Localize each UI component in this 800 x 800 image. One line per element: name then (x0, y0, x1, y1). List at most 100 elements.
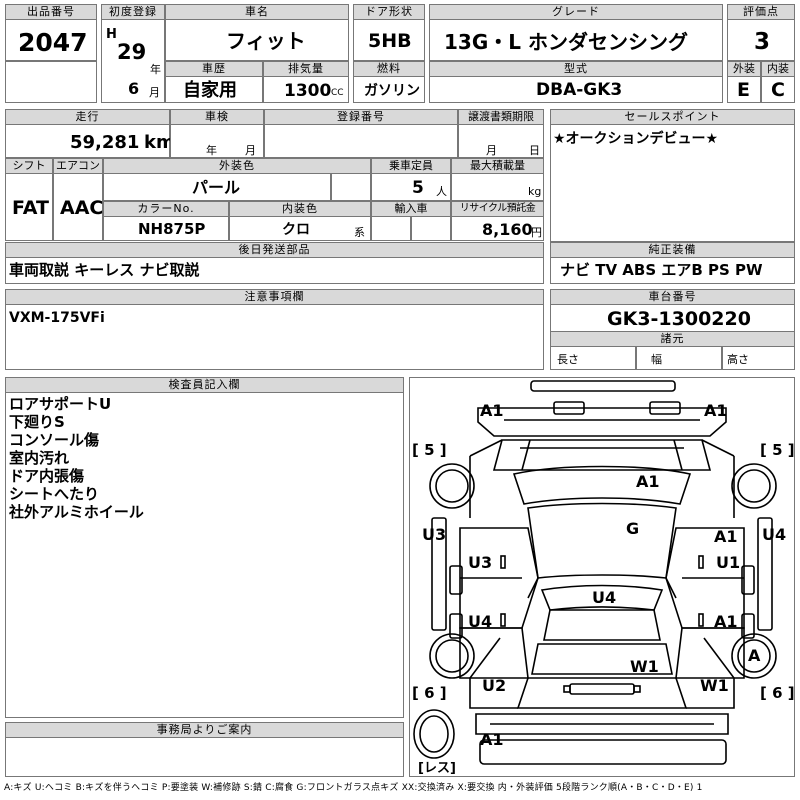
code-right-fender: U4 (762, 525, 786, 544)
fuel-label: 燃料 (353, 61, 425, 77)
lot-blank-cell (5, 61, 97, 103)
lot-number: 2047 (18, 28, 88, 57)
code-right-rear-door: A1 (714, 612, 738, 631)
lot-cell: 2047 (5, 19, 97, 61)
aircon-label: エアコン (53, 158, 103, 174)
shift-cell: FAT (5, 173, 53, 241)
chassis-number: GK3-1300220 (607, 308, 751, 330)
history-label: 車歴 (165, 61, 263, 77)
code-front-left: A1 (480, 401, 504, 420)
first-reg-cell: H 29 年 6 月 (101, 19, 165, 103)
inspector-item: ドア内張傷 (9, 467, 85, 485)
color-no-label: カラーNo. (103, 201, 229, 217)
car-name: フィット (226, 29, 306, 53)
aircon: AAC (60, 197, 104, 219)
inspector-item: ロアサポートU (9, 395, 112, 413)
inspector-label: 検査員記入欄 (5, 377, 404, 393)
spec-height: 高さ (727, 353, 749, 366)
sales-point-label: セールスポイント (550, 109, 795, 125)
spec-height-cell: 高さ (722, 346, 795, 370)
car-diagram: [ 5 ] [ 5 ] [ 6 ] [ 6 ] [レス] A1 A1 A1 G … (409, 377, 795, 777)
sales-point-cell: ★オークションデビュー★ (550, 124, 795, 242)
displacement-cell: 1300 CC (263, 76, 349, 103)
spare-label: [レス] (418, 761, 456, 776)
fuel: ガソリン (364, 83, 420, 99)
tire-rl-label: [ 6 ] (412, 684, 447, 702)
reg-year-unit: 年 (150, 63, 161, 76)
code-tailgate: W1 (630, 657, 659, 676)
chassis-cell: GK3-1300220 (550, 304, 795, 332)
transfer-month-unit: 月 (486, 144, 497, 157)
transfer-cell: 月 日 (458, 124, 544, 158)
notes-label: 注意事項欄 (5, 289, 544, 305)
era: H (106, 27, 117, 42)
parts-value: 車両取説 キーレス ナビ取説 (9, 261, 200, 279)
spec-length-cell: 長さ (550, 346, 636, 370)
code-right-rear-quarter: W1 (700, 676, 729, 695)
recycle-label: リサイクル預託金 (451, 201, 544, 217)
parts-label: 後日発送部品 (5, 242, 544, 258)
inspector-list: ロアサポートU 下廻りS コンソール傷 室内汚れ ドア内張傷 シートへたり 社外… (9, 395, 144, 521)
recycle: 8,160 (482, 220, 533, 239)
int-grade: C (771, 79, 785, 101)
import-cell-2 (411, 216, 451, 241)
code-roof: G (626, 519, 639, 538)
ext-color-cell: パール (103, 173, 331, 201)
inspector-item: シートへたり (9, 485, 100, 503)
plate-cell (264, 124, 458, 158)
color-no: NH875P (138, 220, 206, 238)
notes-value: VXM-175VFi (9, 310, 105, 326)
displacement-label: 排気量 (263, 61, 349, 77)
shift-label: シフト (5, 158, 53, 174)
int-color-label: 内装色 (229, 201, 371, 217)
code-right-rear-wheel: A (748, 646, 761, 665)
fuel-cell: ガソリン (353, 76, 425, 103)
inspector-item: 下廻りS (9, 413, 65, 431)
color-no-cell: NH875P (103, 216, 229, 241)
equipment-value: ナビ TV ABS エアB PS PW (560, 261, 763, 279)
equipment-label: 純正装備 (550, 242, 795, 258)
reg-month: 6 (128, 79, 140, 98)
history-cell: 自家用 (165, 76, 263, 103)
door-cell: 5HB (353, 19, 425, 61)
tire-rr-label: [ 6 ] (760, 684, 794, 702)
parts-cell: 車両取説 キーレス ナビ取説 (5, 257, 544, 284)
ext-grade-cell: E (727, 76, 761, 103)
ext-grade: E (737, 79, 750, 101)
spec-width-cell: 幅 (636, 346, 722, 370)
tire-fl-label: [ 5 ] (412, 441, 447, 459)
recycle-unit: 円 (531, 226, 542, 239)
ext-grade-label: 外装 (727, 61, 761, 77)
ext-color-label: 外装色 (103, 158, 371, 174)
sales-point: ★オークションデビュー★ (553, 131, 719, 147)
first-reg-label: 初度登録 (101, 4, 165, 20)
load-label: 最大積載量 (451, 158, 544, 174)
int-color-unit: 系 (354, 226, 365, 239)
code-floor: U4 (592, 588, 616, 607)
shift: FAT (12, 197, 49, 219)
plate-label: 登録番号 (264, 109, 458, 125)
code-left-rear-quarter: U2 (482, 676, 506, 695)
door-label: ドア形状 (353, 4, 425, 20)
code-right-front-door-2: U1 (716, 553, 740, 572)
notes-cell: VXM-175VFi (5, 304, 544, 370)
reg-month-unit: 月 (149, 86, 160, 99)
displacement-unit: CC (331, 88, 344, 98)
displacement: 1300 (284, 81, 332, 101)
int-color-cell: クロ 系 (229, 216, 371, 241)
mileage: 59,281 (70, 132, 140, 153)
spec-length: 長さ (557, 353, 579, 366)
code-left-front-door: U3 (468, 553, 492, 572)
capacity: 5 (412, 178, 424, 198)
code-left-rear-door: U4 (468, 612, 492, 631)
door-type: 5HB (368, 30, 412, 52)
inspector-item: コンソール傷 (9, 431, 100, 449)
mileage-cell: 59,281 km (5, 124, 175, 158)
inspection-month-unit: 月 (245, 144, 256, 157)
spec-width: 幅 (651, 353, 662, 366)
lot-label: 出品番号 (5, 4, 97, 20)
int-color: クロ (282, 222, 310, 238)
import-cell-1 (371, 216, 411, 241)
code-front-right: A1 (704, 401, 728, 420)
history: 自家用 (183, 80, 237, 101)
